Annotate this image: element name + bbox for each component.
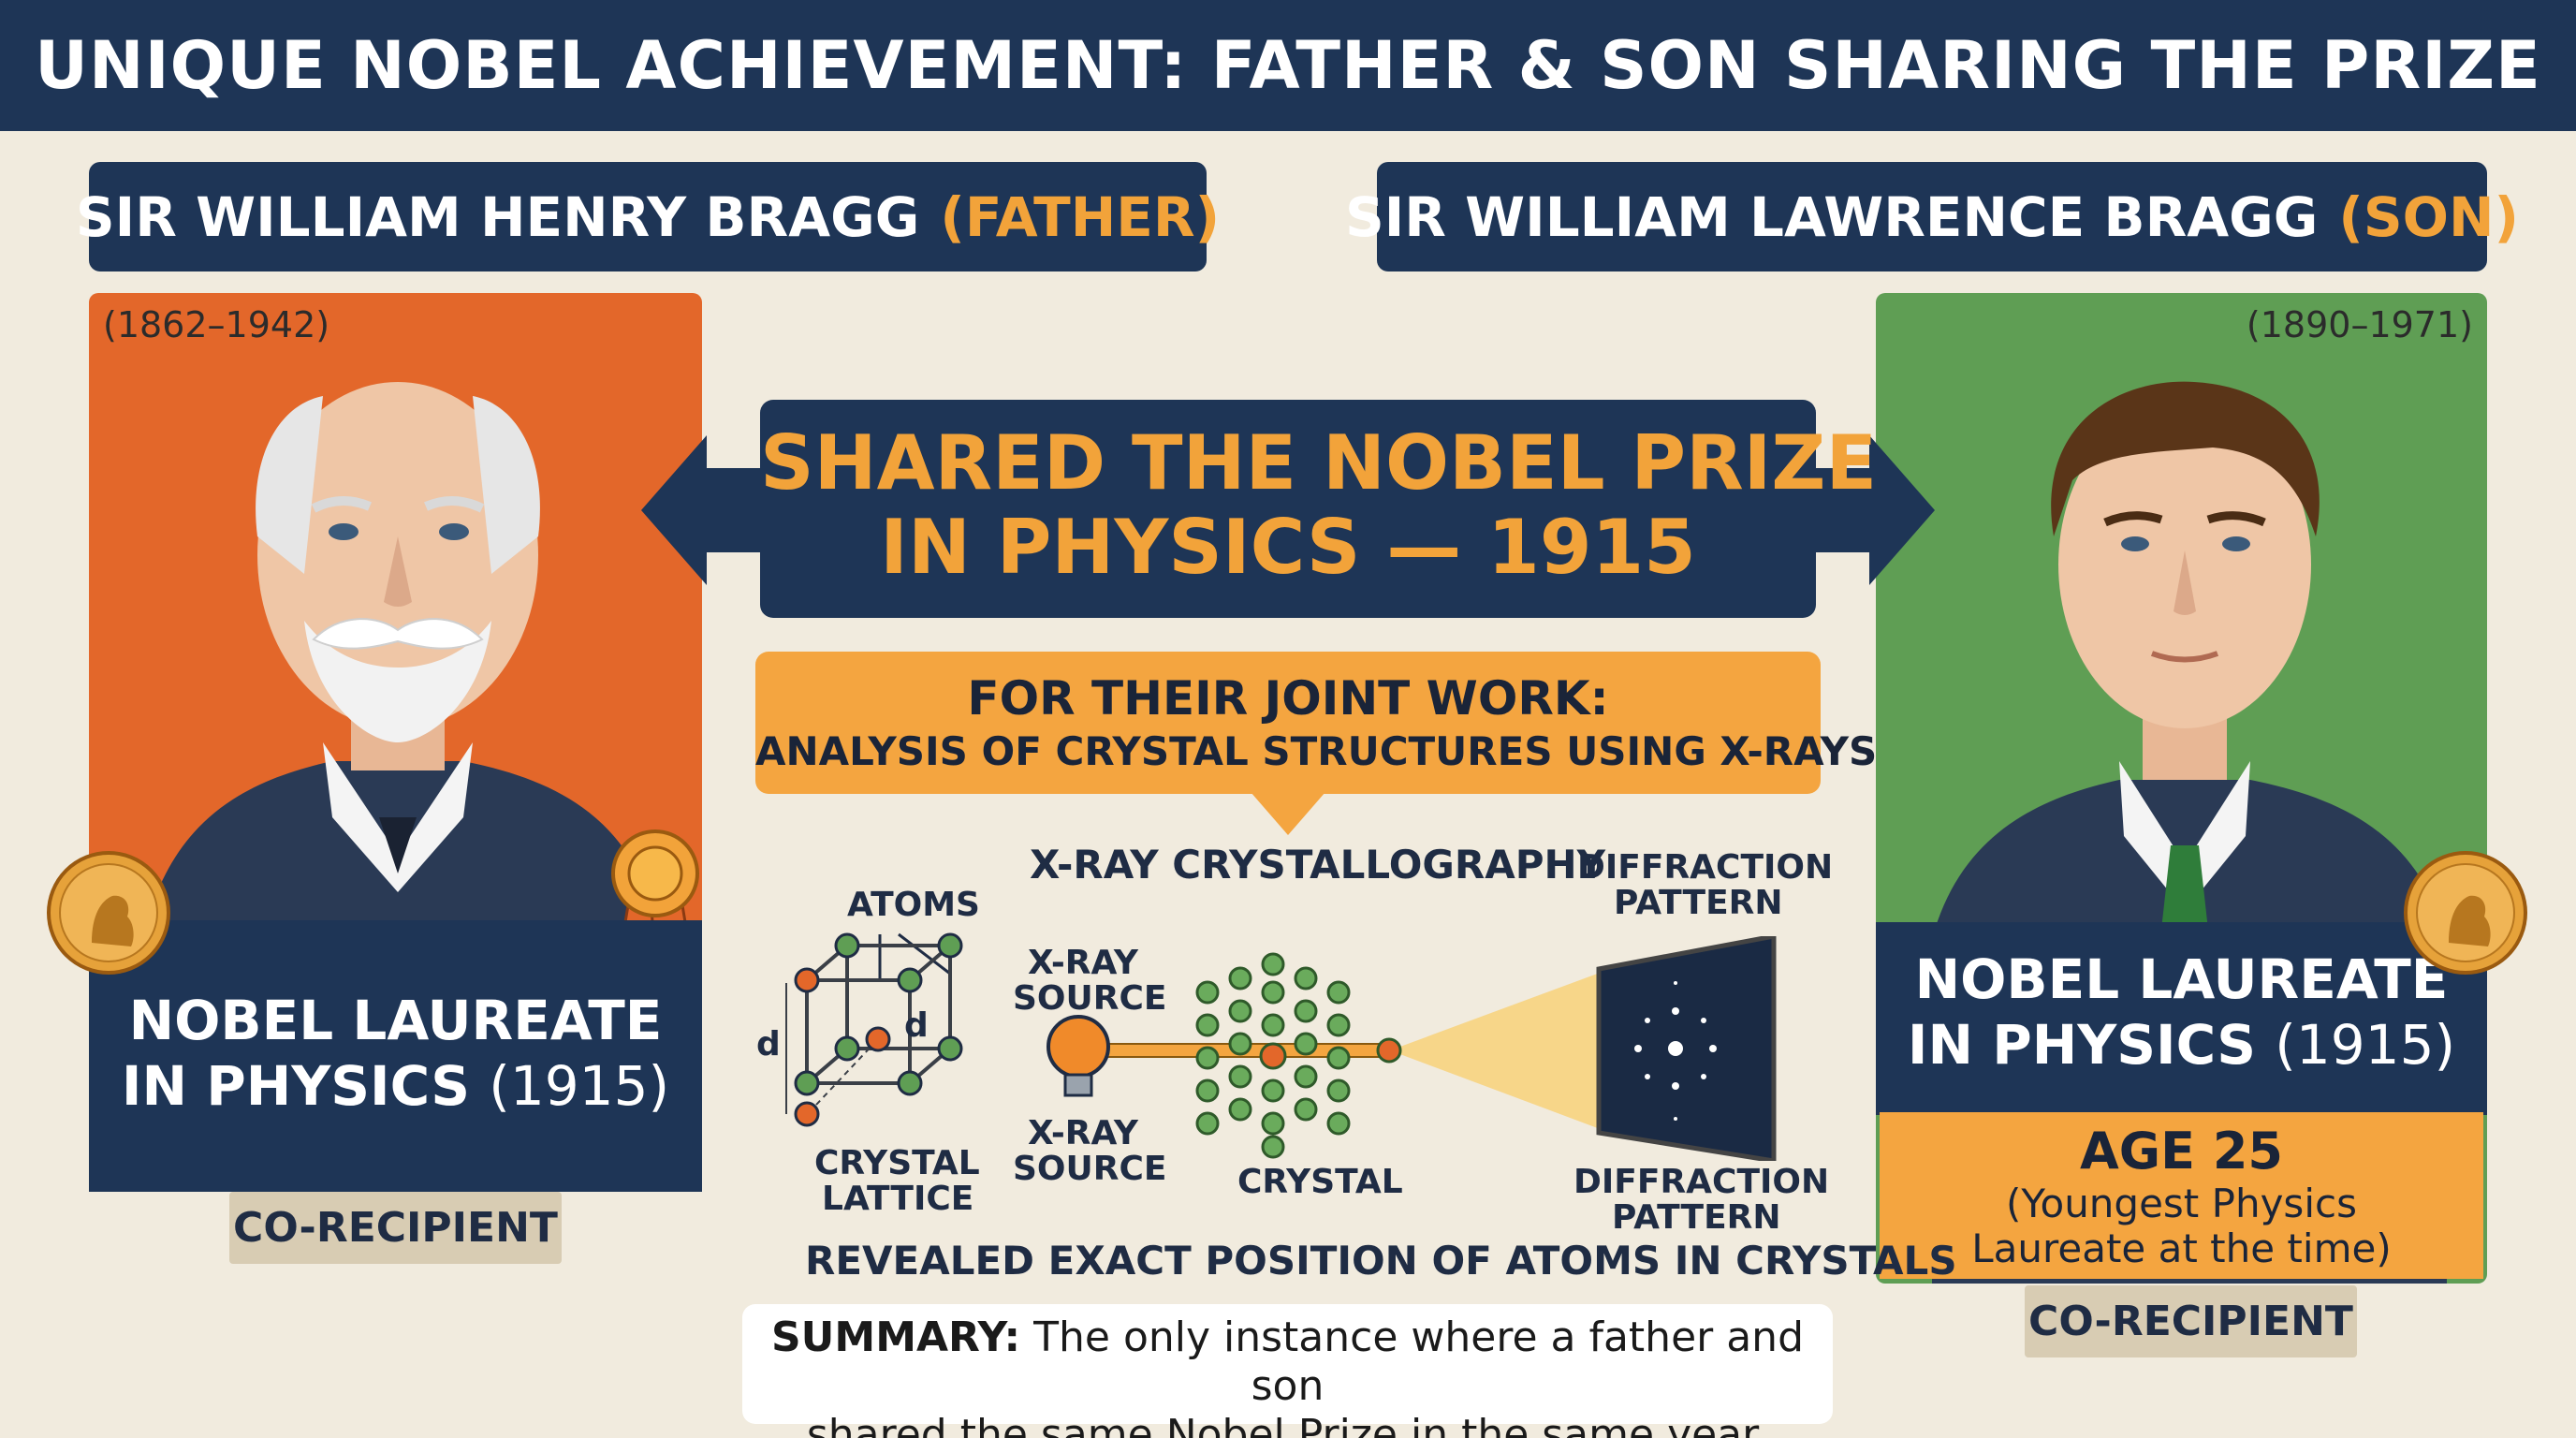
father-years: (1862–1942) bbox=[103, 304, 330, 345]
son-recipient-tag: CO-RECIPIENT bbox=[2025, 1285, 2357, 1357]
lattice-label-line1: CRYSTAL bbox=[814, 1144, 980, 1182]
son-age-box: AGE 25 (Youngest Physics Laureate at the… bbox=[1880, 1112, 2483, 1279]
father-name-banner: SIR WILLIAM HENRY BRAGG (FATHER) bbox=[76, 162, 1220, 271]
son-role: (SON) bbox=[2338, 184, 2520, 249]
son-laureate-line2: IN PHYSICS bbox=[1907, 1013, 2257, 1077]
lattice-label-line2: LATTICE bbox=[822, 1180, 974, 1218]
summary-label: SUMMARY: bbox=[770, 1313, 1021, 1361]
joint-work-box: FOR THEIR JOINT WORK: ANALYSIS OF CRYSTA… bbox=[755, 652, 1878, 794]
source-bottom-line1: X-RAY bbox=[1028, 1114, 1138, 1152]
d-label-left: d bbox=[756, 1025, 781, 1064]
father-role: (FATHER) bbox=[940, 184, 1221, 249]
summary-text-line2: shared the same Nobel Prize in the same … bbox=[806, 1411, 1769, 1438]
arrow-left-icon bbox=[641, 435, 763, 585]
prize-line1: SHARED THE NOBEL PRIZE bbox=[760, 419, 1878, 506]
nobel-medal-icon bbox=[47, 851, 170, 975]
source-top-line2: SOURCE bbox=[1013, 979, 1167, 1018]
father-name: SIR WILLIAM HENRY BRAGG bbox=[75, 184, 920, 249]
diagram-title: X-RAY CRYSTALLOGRAPHY bbox=[1030, 842, 1606, 888]
diffraction-bottom-line2: PATTERN bbox=[1612, 1198, 1781, 1237]
father-laureate-box: NOBEL LAUREATE IN PHYSICS (1915) bbox=[89, 920, 702, 1192]
page-title: UNIQUE NOBEL ACHIEVEMENT: FATHER & SON S… bbox=[35, 27, 2541, 104]
diagram-caption: REVEALED EXACT POSITION OF ATOMS IN CRYS… bbox=[805, 1238, 1957, 1284]
son-age-note-line1: (Youngest Physics bbox=[2006, 1181, 2357, 1226]
father-laureate-line1: NOBEL LAUREATE bbox=[128, 989, 663, 1052]
diffraction-bottom-line1: DIFFRACTION bbox=[1573, 1163, 1830, 1201]
son-name: SIR WILLIAM LAWRENCE BRAGG bbox=[1344, 184, 2319, 249]
joint-work-heading: FOR THEIR JOINT WORK: bbox=[967, 671, 1609, 726]
son-years: (1890–1971) bbox=[2246, 304, 2473, 345]
crystal-label: CRYSTAL bbox=[1237, 1163, 1403, 1201]
father-recipient-tag: CO-RECIPIENT bbox=[229, 1192, 562, 1264]
atoms-label: ATOMS bbox=[847, 886, 980, 924]
xray-setup-diagram bbox=[1046, 936, 1777, 1161]
father-laureate-line2: IN PHYSICS bbox=[121, 1054, 471, 1118]
son-laureate-box: NOBEL LAUREATE IN PHYSICS (1915) bbox=[1876, 922, 2487, 1115]
diffraction-top-line1: DIFFRACTION bbox=[1577, 848, 1834, 887]
father-laureate-year: (1915) bbox=[489, 1054, 670, 1118]
source-bottom-line2: SOURCE bbox=[1013, 1150, 1167, 1188]
title-bar: UNIQUE NOBEL ACHIEVEMENT: FATHER & SON S… bbox=[0, 0, 2576, 131]
son-age-note-line2: Laureate at the time) bbox=[1971, 1225, 2392, 1271]
crystal-lattice-diagram bbox=[785, 932, 963, 1127]
diffraction-top-line2: PATTERN bbox=[1614, 884, 1783, 922]
son-name-banner: SIR WILLIAM LAWRENCE BRAGG (SON) bbox=[1345, 162, 2519, 271]
source-top-line1: X-RAY bbox=[1028, 944, 1138, 982]
summary-box: SUMMARY: The only instance where a fathe… bbox=[742, 1304, 1833, 1438]
prize-line2: IN PHYSICS — 1915 bbox=[880, 504, 1696, 591]
nobel-medal-icon bbox=[2404, 851, 2527, 975]
prize-box: SHARED THE NOBEL PRIZE IN PHYSICS — 1915 bbox=[760, 400, 1878, 618]
son-laureate-line1: NOBEL LAUREATE bbox=[1914, 947, 2449, 1011]
joint-work-subheading: ANALYSIS OF CRYSTAL STRUCTURES USING X-R… bbox=[755, 728, 1878, 774]
son-age-title: AGE 25 bbox=[2080, 1122, 2283, 1181]
son-laureate-year: (1915) bbox=[2275, 1013, 2456, 1077]
pointer-triangle bbox=[1251, 792, 1325, 835]
summary-text-line1: The only instance where a father and son bbox=[1033, 1313, 1804, 1410]
d-label-inner: d bbox=[904, 1006, 929, 1045]
arrow-right-icon bbox=[1813, 435, 1935, 585]
